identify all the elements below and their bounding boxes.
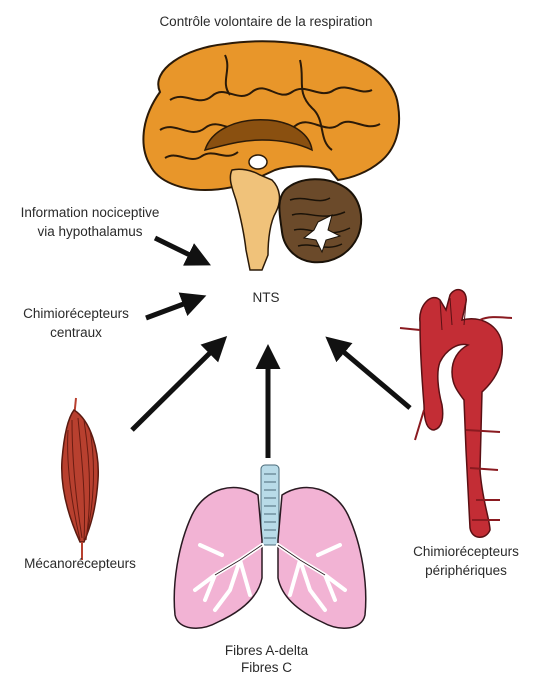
- label-central-chemo-line2: centraux: [6, 323, 146, 342]
- lungs-icon: [174, 465, 366, 628]
- label-nociceptive-line2: via hypothalamus: [6, 222, 174, 241]
- label-central-chemoreceptors: Chimiorécepteurs centraux: [6, 304, 146, 342]
- label-mechano-line1: Mécanorécepteurs: [6, 554, 154, 573]
- arrow-mechano: [132, 343, 220, 430]
- brain-icon: [143, 41, 399, 270]
- arrow-nociceptive: [155, 238, 202, 261]
- diagram-title: Contrôle volontaire de la respiration: [159, 14, 372, 29]
- aorta-icon: [400, 290, 512, 538]
- muscle-icon: [62, 398, 99, 560]
- label-peripheral-chemo-line1: Chimiorécepteurs: [402, 542, 530, 561]
- label-fibres-line2: Fibres C: [200, 659, 333, 676]
- label-peripheral-chemoreceptors: Chimiorécepteurs périphériques: [402, 542, 530, 580]
- label-nociceptive: Information nociceptive via hypothalamus: [6, 203, 174, 241]
- label-central-chemo-line1: Chimiorécepteurs: [6, 304, 146, 323]
- arrow-peripheral-chemo: [333, 343, 410, 408]
- label-mechanoreceptors: Mécanorécepteurs: [6, 554, 154, 573]
- label-peripheral-chemo-line2: périphériques: [402, 561, 530, 580]
- label-nociceptive-line1: Information nociceptive: [6, 203, 174, 222]
- nts-label: NTS: [253, 290, 280, 305]
- arrow-central-chemo: [146, 299, 197, 318]
- label-fibres: Fibres A-delta Fibres C: [200, 642, 333, 676]
- label-fibres-line1: Fibres A-delta: [200, 642, 333, 659]
